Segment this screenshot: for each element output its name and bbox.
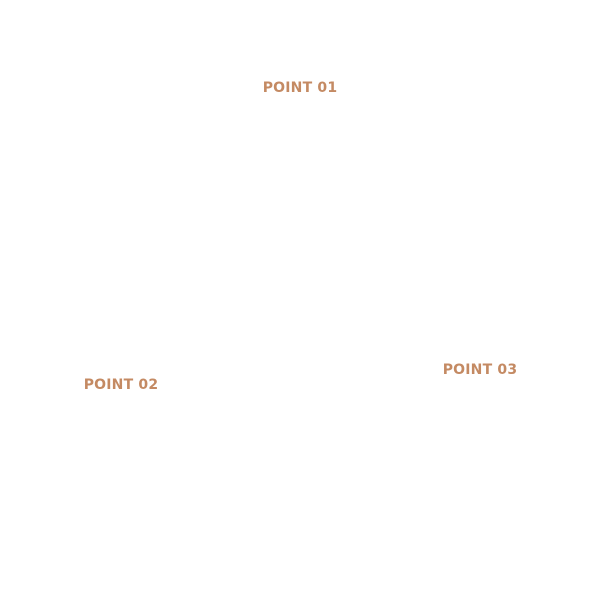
point-03-label: POINT 03: [442, 362, 518, 378]
point-02-label: POINT 02: [83, 377, 159, 393]
point-01-label: POINT 01: [262, 80, 338, 96]
